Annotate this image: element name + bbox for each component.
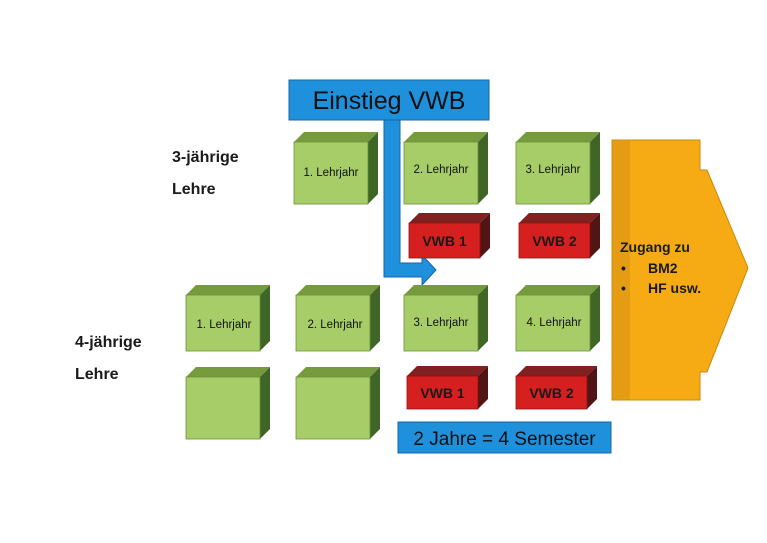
cube-label: 3. Lehrjahr <box>414 317 469 329</box>
row-label-3-year-line1: 3-jährige <box>172 149 239 166</box>
block-front <box>518 222 591 259</box>
cube-label: 2. Lehrjahr <box>414 164 469 176</box>
cube-top <box>516 285 600 295</box>
row-label-3-year-line2: Lehre <box>172 181 216 198</box>
block-front <box>406 375 479 410</box>
duration-box: 2 Jahre = 4 Semester <box>397 421 612 454</box>
block-side <box>590 213 600 258</box>
cube-4y-year-2: 2. Lehrjahr <box>295 285 380 352</box>
block-label: VWB 2 <box>529 385 574 401</box>
outcome-item-1: BM2 <box>648 260 678 276</box>
outcome-arrow-shape <box>611 139 749 401</box>
cube-side <box>260 367 270 439</box>
cube-4y-year-3: 3. Lehrjahr <box>403 285 488 352</box>
block-side <box>587 366 597 409</box>
cube-4y-blank-1 <box>185 367 270 440</box>
vwb-4y-1: VWB 1 <box>406 366 488 410</box>
cube-side <box>260 285 270 351</box>
entry-box-rect <box>288 79 490 121</box>
cube-front <box>185 294 261 352</box>
cube-4y-blank-2 <box>295 367 380 440</box>
cube-front <box>293 141 369 205</box>
block-top <box>409 213 490 223</box>
block-top <box>516 366 597 376</box>
cube-side <box>590 132 600 204</box>
cube-4y-year-4: 4. Lehrjahr <box>515 285 600 352</box>
cube-front <box>295 294 371 352</box>
row-label-4-year-line2: Lehre <box>75 366 119 383</box>
outcome-item-2: HF usw. <box>648 280 701 296</box>
cube-3y-year-1: 1. Lehrjahr <box>293 132 378 205</box>
block-side <box>480 213 490 258</box>
cube-label: 1. Lehrjahr <box>197 319 252 331</box>
vwb-4y-2: VWB 2 <box>515 366 597 410</box>
duration-box-rect <box>397 421 612 454</box>
cube-4y-year-1: 1. Lehrjahr <box>185 285 270 352</box>
cube-front <box>403 141 479 205</box>
cube-label: 3. Lehrjahr <box>526 164 581 176</box>
vwb-3y-1: VWB 1 <box>408 213 490 259</box>
block-front <box>515 375 588 410</box>
entry-arrow-path <box>383 117 437 287</box>
cube-side <box>590 285 600 351</box>
cube-top <box>294 132 378 142</box>
cube-label: 4. Lehrjahr <box>527 317 582 329</box>
cube-front <box>515 141 591 205</box>
duration-box-label: 2 Jahre = 4 Semester <box>413 429 596 450</box>
cube-top <box>296 285 380 295</box>
block-top <box>519 213 600 223</box>
vwb-3y-2: VWB 2 <box>518 213 600 259</box>
block-label: VWB 1 <box>422 233 467 249</box>
outcome-arrow: Zugang zu • BM2 • HF usw. <box>611 139 749 401</box>
entry-box: Einstieg VWB <box>288 79 490 121</box>
cube-front <box>515 294 591 352</box>
cube-side <box>368 132 378 204</box>
cube-front <box>403 294 479 352</box>
cube-top <box>404 132 488 142</box>
block-side <box>478 366 488 409</box>
entry-box-label: Einstieg VWB <box>313 87 466 115</box>
block-top <box>407 366 488 376</box>
block-front <box>408 222 481 259</box>
cube-3y-year-2: 2. Lehrjahr <box>403 132 488 205</box>
row-label-3-year: 3-jährige Lehre <box>172 142 239 206</box>
entry-arrow <box>383 117 437 287</box>
row-label-4-year-line1: 4-jährige <box>75 334 142 351</box>
cube-side <box>370 285 380 351</box>
cube-top <box>296 367 380 377</box>
cube-3y-year-3: 3. Lehrjahr <box>515 132 600 205</box>
cube-top <box>186 285 270 295</box>
outcome-title: Zugang zu <box>620 239 690 255</box>
outcome-arrow-shade <box>612 140 630 400</box>
row-label-4-year: 4-jährige Lehre <box>75 327 142 391</box>
cube-label: 2. Lehrjahr <box>308 319 363 331</box>
cube-top <box>404 285 488 295</box>
cube-front <box>295 376 371 440</box>
outcome-bullet-2: • <box>621 280 626 296</box>
cube-top <box>186 367 270 377</box>
cube-side <box>478 132 488 204</box>
outcome-bullet-1: • <box>621 260 626 276</box>
block-label: VWB 1 <box>420 385 465 401</box>
cube-label: 1. Lehrjahr <box>304 167 359 179</box>
block-label: VWB 2 <box>532 233 577 249</box>
cube-side <box>478 285 488 351</box>
cube-side <box>370 367 380 439</box>
cube-front <box>185 376 261 440</box>
cube-top <box>516 132 600 142</box>
